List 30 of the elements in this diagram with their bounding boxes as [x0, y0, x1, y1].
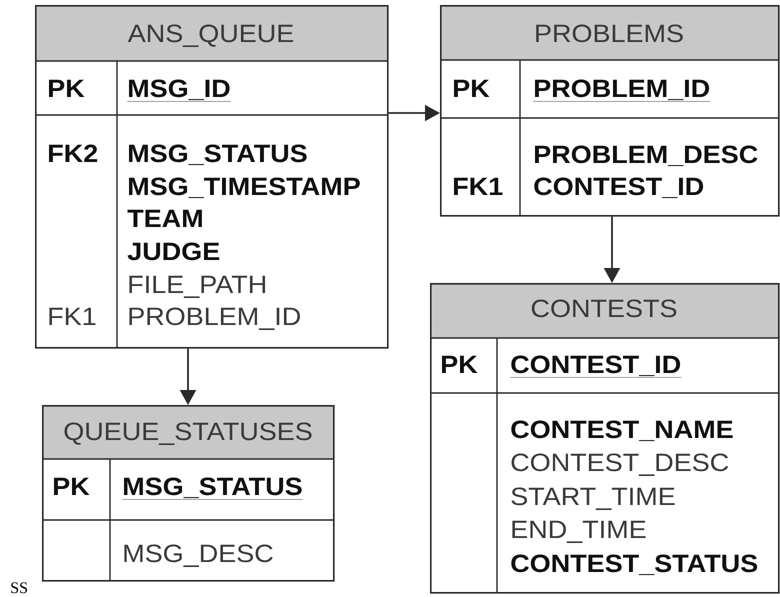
field-name: PROBLEM_DESC	[535, 146, 758, 166]
table-title: ANS_QUEUE	[128, 24, 294, 47]
note-text: SS	[11, 582, 27, 594]
primary-key-field: MSG_STATUS	[122, 478, 303, 500]
field-name: MSG_TIMESTAMP	[129, 178, 360, 198]
field-name: MSG_DESC	[124, 544, 273, 567]
field-name: TEAM	[128, 210, 202, 227]
field-name: START_TIME	[511, 488, 675, 510]
field-name: FILE_PATH	[129, 276, 266, 298]
field-name: MSG_STATUS	[129, 144, 307, 166]
table-title: CONTESTS	[532, 300, 676, 318]
field-name: CONTEST_STATUS	[511, 554, 758, 576]
field-name: END_TIME	[512, 520, 646, 543]
key-label: FK2	[49, 144, 98, 162]
table-title: PROBLEMS	[536, 24, 683, 42]
field-name: PROBLEM_ID	[129, 308, 300, 330]
field-name: JUDGE	[128, 242, 220, 260]
primary-key-field: CONTEST_ID	[510, 356, 682, 378]
field-name: CONTEST_NAME	[511, 420, 733, 442]
field-name: CONTEST_ID	[534, 178, 704, 198]
key-label: PK	[49, 80, 84, 97]
primary-key-field: PROBLEM_ID	[533, 80, 710, 102]
key-label: PK	[442, 356, 478, 373]
key-label: PK	[454, 80, 490, 97]
key-label: FK1	[454, 178, 502, 195]
primary-key-field: MSG_ID	[127, 80, 231, 102]
key-label: FK1	[49, 308, 96, 325]
key-label: PK	[54, 478, 90, 495]
table-title: QUEUE_STATUSES	[64, 422, 312, 445]
field-name: CONTEST_DESC	[512, 454, 728, 476]
